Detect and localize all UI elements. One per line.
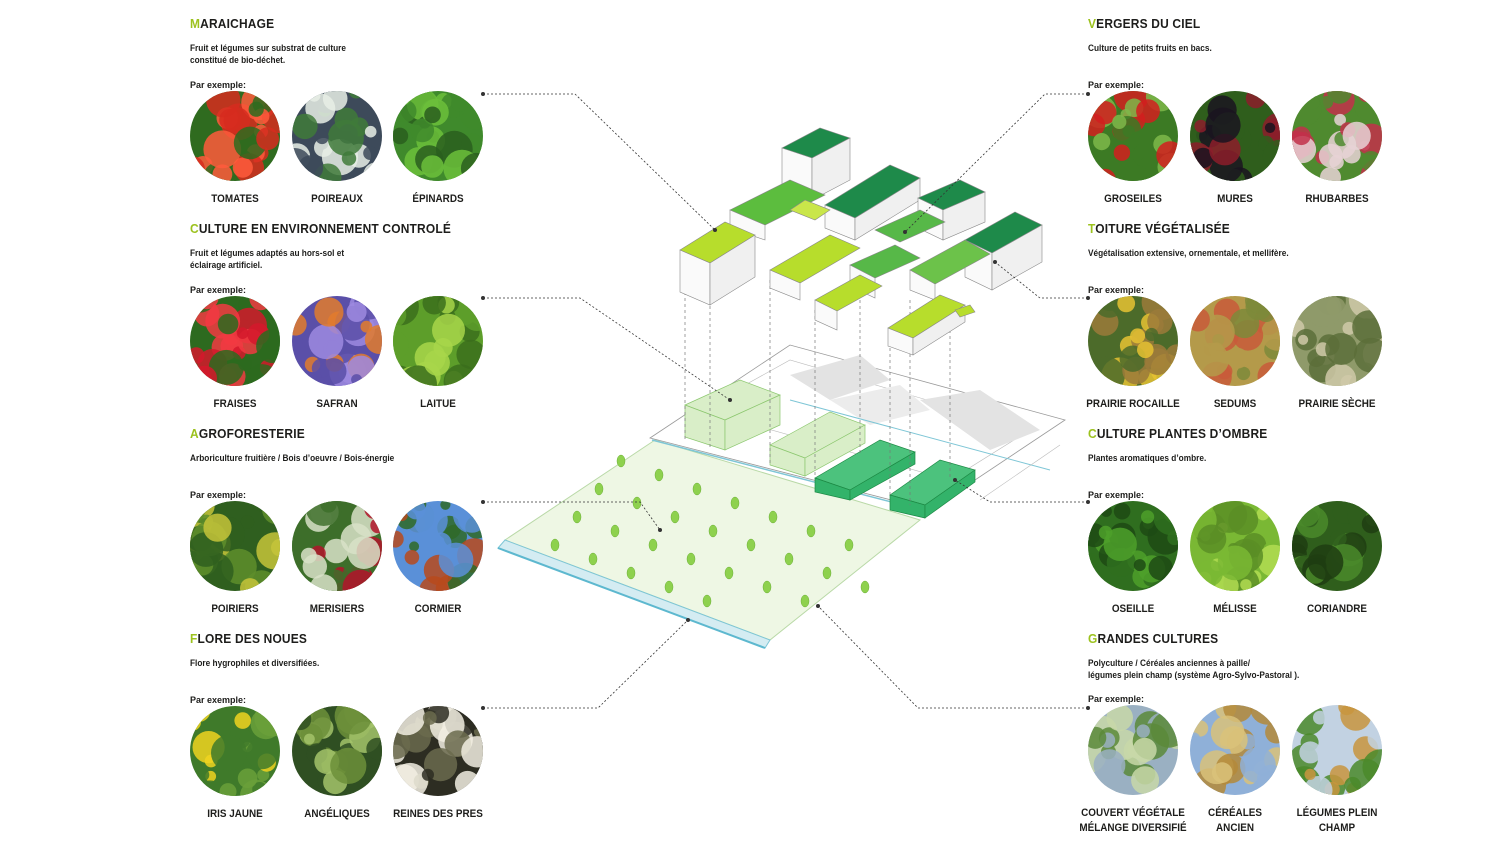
blackberry-photo [1190, 91, 1280, 181]
section-description: Fruit et légumes adaptés au hors-sol et … [190, 248, 345, 270]
plant-caption: CORMIER [414, 603, 462, 615]
right-section-2: CULTURE PLANTES D’OMBRE Plantes aromatiqu… [1088, 426, 1388, 464]
tree-mark [610, 524, 620, 538]
sedum-photo [1190, 296, 1280, 386]
plant-caption: SEDUMS [1213, 398, 1257, 410]
tree-mark [768, 510, 778, 524]
plant-caption: CORIANDRE [1307, 603, 1367, 615]
cereal-photo [1190, 705, 1280, 795]
spinach-photo [393, 91, 483, 181]
example-label: Par exemple: [190, 80, 247, 90]
plant-caption: SAFRAN [316, 398, 358, 410]
tree-mark [632, 496, 642, 510]
tree-mark [800, 594, 810, 608]
section-description: Fruit et légumes sur substrat de culture… [190, 43, 346, 65]
left-section-3: FLORE DES NOUES Flore hygrophiles et dive… [190, 631, 490, 669]
section-title: AGROFORESTERIE [190, 426, 305, 441]
tree-mark [730, 496, 740, 510]
section-title: FLORE DES NOUES [190, 631, 308, 646]
plant-caption: CÉRÉALES ANCIEN [1208, 807, 1262, 834]
left-section-1: CULTURE EN ENVIRONNEMENT CONTROLÉ Fruit e… [190, 221, 490, 271]
section-description: Plantes aromatiques d’ombre. [1088, 453, 1207, 463]
example-label: Par exemple: [1088, 694, 1145, 704]
plant-caption: FRAISES [213, 398, 257, 410]
plant-caption: POIRIERS [211, 603, 259, 615]
right-section-1: TOITURE VÉGÉTALISÉE Végétalisation extens… [1088, 221, 1388, 259]
tree-mark [822, 566, 832, 580]
dry-meadow-photo [1292, 296, 1382, 386]
tree-mark [746, 538, 756, 552]
urban-plot [649, 344, 1066, 519]
tree-mark [762, 580, 772, 594]
tree-mark [844, 538, 854, 552]
right-section-0: VERGERS DU CIEL Culture de petits fruits … [1088, 16, 1388, 54]
tree-mark [860, 580, 870, 594]
tree-mark [550, 538, 560, 552]
tree-mark [702, 594, 712, 608]
tree-mark [724, 566, 734, 580]
tree-mark [654, 468, 664, 482]
tree-mark [616, 454, 626, 468]
plant-caption: ÉPINARDS [412, 193, 464, 205]
leek-photo [292, 91, 382, 181]
plant-caption: TOMATES [211, 193, 259, 205]
plant-caption: COUVERT VÉGÉTALE MÉLANGE DIVERSIFIÉ [1079, 807, 1187, 834]
tree-mark [708, 524, 718, 538]
meadowsweet-photo [393, 706, 483, 796]
tree-mark [784, 552, 794, 566]
plant-caption: IRIS JAUNE [207, 808, 263, 820]
leader-lines [483, 93, 1088, 709]
example-label: Par exemple: [190, 285, 247, 295]
lemon-balm-photo [1190, 501, 1280, 591]
section-description: Polyculture / Céréales anciennes à paill… [1088, 658, 1300, 680]
example-label: Par exemple: [1088, 285, 1145, 295]
plant-caption: ANGÉLIQUES [304, 808, 370, 820]
section-title: TOITURE VÉGÉTALISÉE [1088, 221, 1230, 236]
section-description: Végétalisation extensive, ornementale, e… [1088, 248, 1289, 258]
tree-mark [588, 552, 598, 566]
plant-caption: MURES [1217, 193, 1253, 205]
tree-mark [594, 482, 604, 496]
tree-mark [692, 482, 702, 496]
section-description: Flore hygrophiles et diversifiées. [190, 658, 320, 668]
section-title: MARAICHAGE [190, 16, 275, 31]
plant-caption: MERISIERS [309, 603, 365, 615]
tree-mark [670, 510, 680, 524]
plant-caption: GROSEILES [1104, 193, 1162, 205]
section-title: CULTURE EN ENVIRONNEMENT CONTROLÉ [190, 221, 452, 236]
tree-mark [686, 552, 696, 566]
section-description: Arboriculture fruitière / Bois d’oeuvre … [190, 453, 395, 463]
right-section-3: GRANDES CULTURES Polyculture / Céréales a… [1088, 631, 1388, 681]
tree-mark [806, 524, 816, 538]
tree-mark [626, 566, 636, 580]
section-title: VERGERS DU CIEL [1088, 16, 1201, 31]
tree-mark [572, 510, 582, 524]
building-stack [679, 127, 1043, 356]
plant-caption: REINES DES PRES [393, 808, 483, 820]
plant-caption: LÉGUMES PLEIN CHAMP [1296, 807, 1378, 834]
tree-mark [648, 538, 658, 552]
section-description: Culture de petits fruits en bacs. [1088, 43, 1212, 53]
plant-caption: PRAIRIE SÈCHE [1298, 398, 1376, 410]
section-title: CULTURE PLANTES D’OMBRE [1088, 426, 1268, 441]
plant-caption: PRAIRIE ROCAILLE [1086, 398, 1180, 410]
plant-caption: POIREAUX [311, 193, 363, 205]
plant-caption: MÉLISSE [1213, 603, 1257, 615]
sorrel-photo [1088, 501, 1178, 591]
left-section-0: MARAICHAGE Fruit et légumes sur substrat … [190, 16, 490, 66]
left-section-2: AGROFORESTERIE Arboriculture fruitière / … [190, 426, 490, 464]
example-label: Par exemple: [190, 490, 247, 500]
example-label: Par exemple: [1088, 80, 1145, 90]
tree-grid [550, 454, 870, 608]
example-label: Par exemple: [190, 695, 247, 705]
tree-mark [664, 580, 674, 594]
example-label: Par exemple: [1088, 490, 1145, 500]
plant-caption: RHUBARBES [1305, 193, 1369, 205]
plant-caption: OSEILLE [1111, 603, 1155, 615]
plant-caption: LAITUE [420, 398, 456, 410]
section-title: GRANDES CULTURES [1088, 631, 1219, 646]
